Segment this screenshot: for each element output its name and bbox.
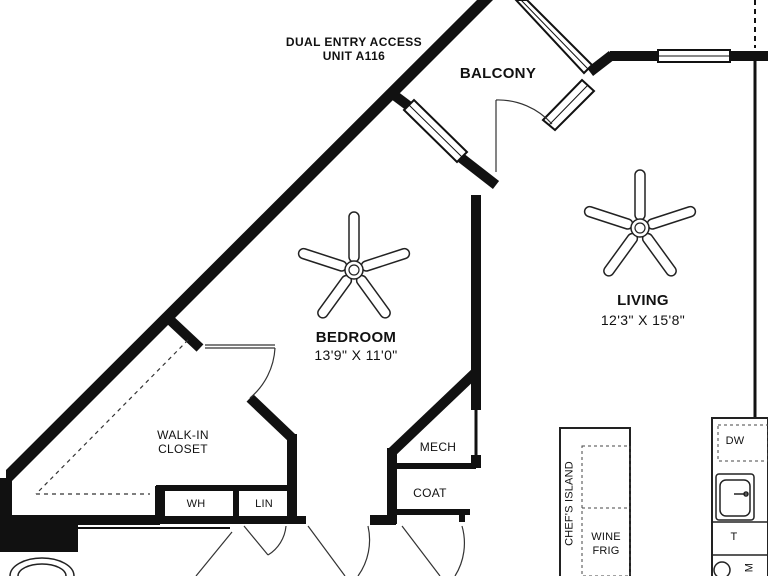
room-label-living: LIVING	[617, 292, 669, 309]
label-wh: WH	[186, 498, 206, 510]
closet-line1: WALK-IN	[157, 428, 209, 442]
interior-walls	[0, 195, 481, 552]
unit-note: DUAL ENTRY ACCESS UNIT A116	[278, 35, 430, 64]
ceiling-fan-icon	[583, 169, 697, 277]
exterior-wall-diagonal	[0, 0, 493, 538]
chefs-island	[559, 427, 631, 576]
sink-icon	[715, 473, 755, 521]
room-label-closet: WALK-IN CLOSET	[133, 428, 233, 457]
label-wine-frig: WINE FRIG	[584, 530, 628, 559]
door-swing-icon	[205, 344, 276, 399]
closet-shelf	[35, 339, 189, 495]
window-icon	[402, 98, 469, 164]
window-icon	[514, 0, 594, 75]
closet-line2: CLOSET	[158, 442, 208, 457]
range-icon	[713, 561, 731, 576]
label-dw: DW	[725, 435, 745, 447]
room-dims-bedroom: 13'9" X 11'0"	[314, 347, 398, 363]
label-chefs-island: CHEF'S ISLAND	[563, 461, 576, 546]
wine-frig-line1: WINE	[591, 531, 621, 543]
door-swing-icon	[243, 525, 287, 556]
window-icon	[657, 49, 731, 63]
label-partial-right: M	[743, 562, 756, 573]
kitchen-counter	[711, 417, 768, 576]
label-mech: MECH	[419, 440, 457, 454]
wine-frig-line2: FRIG	[592, 545, 620, 558]
room-label-balcony: BALCONY	[459, 65, 537, 82]
label-coat: COAT	[413, 486, 447, 500]
door-swing-icon	[307, 525, 371, 576]
room-dims-living: 12'3" X 15'8"	[600, 312, 686, 328]
unit-note-line1: DUAL ENTRY ACCESS	[285, 35, 423, 49]
door-swing-icon	[401, 525, 465, 576]
window-icon	[541, 78, 596, 132]
ceiling-fan-icon	[297, 211, 411, 319]
label-t: T	[730, 531, 738, 543]
door-swing-icon	[195, 531, 233, 576]
door-swing-icon	[495, 99, 553, 172]
label-lin: LIN	[255, 498, 273, 510]
vanity-basin-icon	[9, 557, 75, 576]
unit-note-line2: UNIT A116	[322, 48, 386, 63]
room-label-bedroom: BEDROOM	[315, 329, 397, 346]
